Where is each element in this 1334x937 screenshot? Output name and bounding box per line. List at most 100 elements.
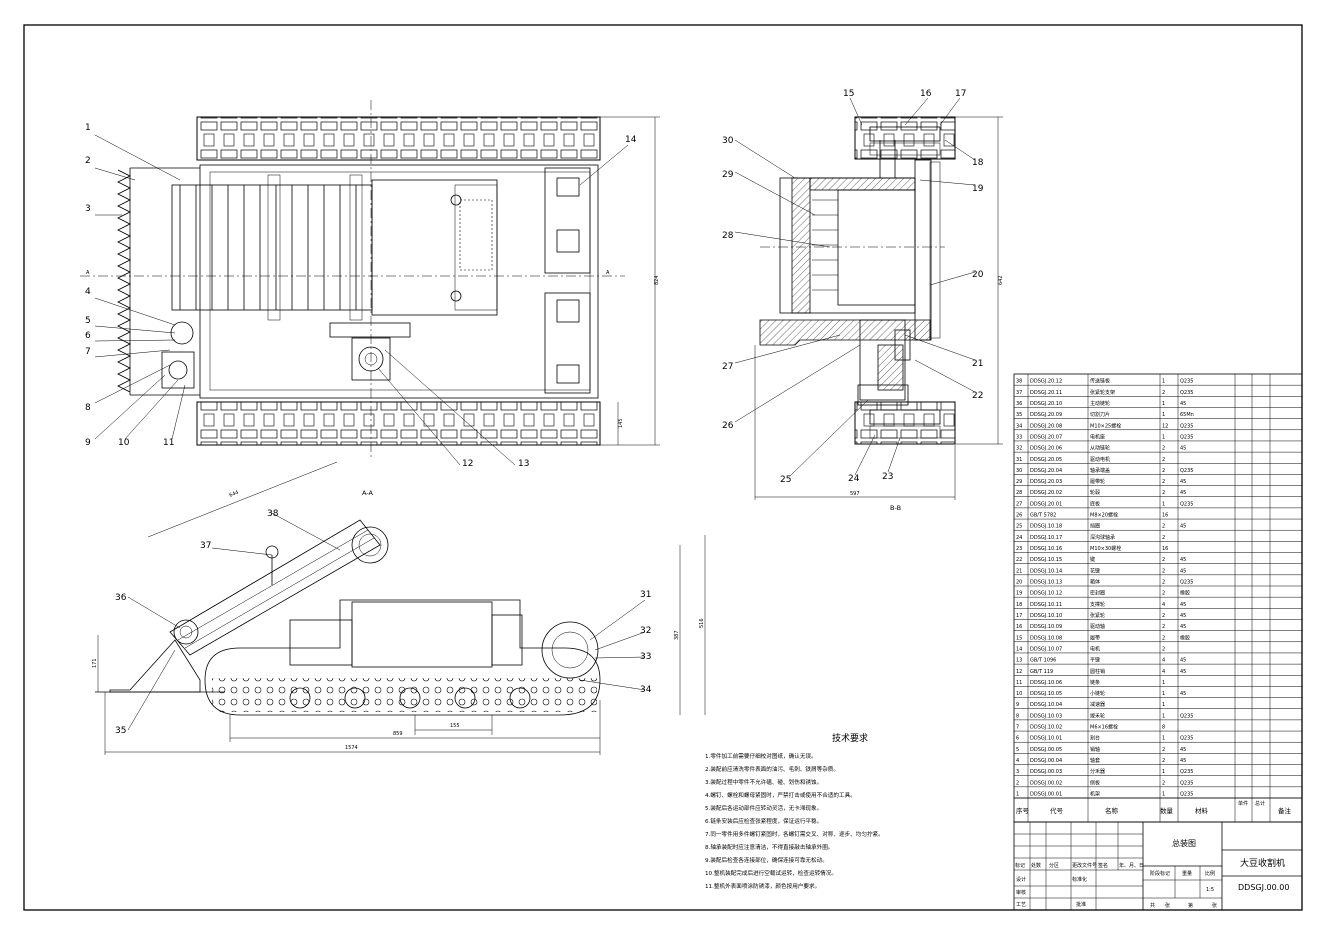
- bom-cell-mat: 65Mn: [1180, 412, 1194, 418]
- bom-cell-no: 35: [1016, 412, 1022, 418]
- tb-biaozhunhua: 标准化: [1072, 876, 1087, 883]
- bom-cell-mat: 45: [1180, 446, 1186, 452]
- bom-cell-name: 平键: [1090, 657, 1100, 664]
- dim-a-inner: 155: [450, 723, 460, 729]
- bom-cell-qty: 4: [1162, 669, 1165, 675]
- balloon-22: 22: [972, 391, 983, 401]
- bom-cell-code: DDSGJ.10.11: [1030, 602, 1062, 608]
- dim-b-height: 642: [998, 275, 1004, 285]
- bom-cell-qty: 2: [1162, 479, 1165, 485]
- conveyor-slats: [171, 174, 373, 321]
- bom-cell-mat: 45: [1180, 691, 1186, 697]
- bom-h-name: 名称: [1105, 806, 1119, 815]
- bom-cell-no: 2: [1016, 780, 1019, 786]
- bom-cell-code: DDSGJ.10.13: [1030, 580, 1062, 586]
- bom-cell-code: DDSGJ.20.06: [1030, 446, 1062, 452]
- bom-cell-qty: 2: [1162, 613, 1165, 619]
- bom-cell-qty: 16: [1162, 513, 1168, 519]
- section-a-label: A-A: [362, 489, 374, 497]
- bom-cell-no: 29: [1016, 479, 1022, 485]
- tb-gengai: 更改文件号: [1072, 862, 1097, 869]
- bom-cell-name: 箱体: [1090, 579, 1100, 586]
- bom-cell-mat: Q235: [1180, 580, 1193, 586]
- bom-cell-no: 15: [1016, 635, 1022, 641]
- bom-h-mat: 材料: [1195, 806, 1209, 815]
- bom-cell-qty: 2: [1162, 390, 1165, 396]
- hopper-box: [371, 179, 498, 316]
- bom-cell-code: DDSGJ.00.04: [1030, 758, 1062, 764]
- bom-cell-qty: 1: [1162, 792, 1165, 798]
- bom-cell-name: 分禾器: [1090, 768, 1105, 775]
- bom-cell-mat: Q235: [1180, 468, 1193, 474]
- bom-cell-name: 机架: [1090, 791, 1100, 798]
- bom-cell-code: GB/T 5782: [1030, 513, 1056, 519]
- bom-cell-no: 10: [1016, 691, 1022, 697]
- balloon-17: 17: [955, 89, 966, 99]
- bom-cell-code: DDSGJ.00.02: [1030, 780, 1062, 786]
- bom-cell-mat: 45: [1180, 658, 1186, 664]
- bom-cell-code: DDSGJ.10.05: [1030, 691, 1062, 697]
- bom-cell-code: DDSGJ.10.18: [1030, 524, 1062, 530]
- bom-cell-no: 9: [1016, 702, 1019, 708]
- bom-cell-name: 张紧轮: [1090, 612, 1105, 619]
- bom-cell-qty: 2: [1162, 457, 1165, 463]
- bottom-track: [196, 401, 601, 446]
- bom-cell-mat: 45: [1180, 624, 1186, 630]
- bom-cell-code: DDSGJ.10.16: [1030, 546, 1062, 552]
- bom-cell-qty: 2: [1162, 446, 1165, 452]
- tb-pizhun: 批准: [1076, 901, 1086, 908]
- scale-value: 1:5: [1206, 887, 1214, 893]
- bom-cell-qty: 2: [1162, 747, 1165, 753]
- tb-biaoji: 标记: [1015, 862, 1025, 869]
- bom-cell-mat: 45: [1180, 401, 1186, 407]
- dim-plan-height: 824: [654, 275, 660, 285]
- bom-cell-name: 轴套: [1090, 757, 1100, 764]
- tb-zhang-2: 张: [1212, 902, 1217, 909]
- balloon-8: 8: [85, 403, 91, 413]
- bom-h-qty: 数量: [1160, 806, 1174, 815]
- bom-h-note: 备注: [1278, 806, 1292, 815]
- tech-req-6: 6.链条安装后应检查张紧程度，保证运行平稳。: [705, 817, 822, 825]
- bom-cell-code: DDSGJ.10.15: [1030, 557, 1062, 563]
- tb-riqi: 年、月、日: [1119, 862, 1144, 869]
- bom-cell-code: DDSGJ.20.07: [1030, 434, 1062, 440]
- tb-fenqu: 分区: [1049, 862, 1059, 869]
- tb-sheji: 设计: [1016, 876, 1026, 883]
- bom-cell-qty: 4: [1162, 602, 1165, 608]
- bom-cell-no: 32: [1016, 446, 1022, 452]
- bom-cell-code: GB/T 1096: [1030, 658, 1056, 664]
- bom-cell-code: DDSGJ.10.12: [1030, 591, 1062, 597]
- bom-h-code: 代号: [1050, 806, 1064, 815]
- bom-cell-no: 24: [1016, 535, 1022, 541]
- bom-cell-no: 38: [1016, 379, 1022, 385]
- bom-h-no: 序号: [1016, 806, 1030, 815]
- bom-h-unit: 单件: [1238, 800, 1248, 807]
- dim-a-right1: 387: [674, 630, 680, 640]
- bom-cell-name: 驱动电机: [1090, 456, 1110, 463]
- drawing-title: 大豆收割机: [1240, 857, 1285, 869]
- bom-cell-mat: 45: [1180, 568, 1186, 574]
- tech-req-10: 10.整机装配完成后进行空载试运转，检查运转情况。: [705, 869, 837, 877]
- bom-cell-qty: 1: [1162, 501, 1165, 507]
- bom-cell-name: 键: [1090, 556, 1095, 563]
- tb-zhang-1: 张: [1165, 902, 1170, 909]
- dim-a-incline: 644: [229, 490, 240, 499]
- bom-cell-qty: 2: [1162, 624, 1165, 630]
- bom-cell-no: 33: [1016, 434, 1022, 440]
- balloon-25: 25: [780, 475, 791, 485]
- bom-cell-code: DDSGJ.10.02: [1030, 725, 1062, 731]
- balloon-2: 2: [85, 156, 91, 166]
- bom-cell-code: DDSGJ.00.05: [1030, 747, 1062, 753]
- bom-cell-qty: 1: [1162, 434, 1165, 440]
- bom-cell-code: DDSGJ.10.03: [1030, 713, 1062, 719]
- balloon-18: 18: [972, 158, 984, 168]
- view-name: 总装图: [1172, 838, 1196, 848]
- bom-cell-mat: Q235: [1180, 434, 1193, 440]
- bom-cell-mat: 橡胶: [1180, 590, 1190, 597]
- bom-cell-name: 张紧轮支架: [1090, 389, 1115, 396]
- balloon-10: 10: [118, 438, 130, 448]
- bom-cell-name: 密封圈: [1090, 590, 1105, 597]
- balloon-13: 13: [518, 459, 529, 469]
- bom-cell-name: 圆柱销: [1090, 668, 1105, 675]
